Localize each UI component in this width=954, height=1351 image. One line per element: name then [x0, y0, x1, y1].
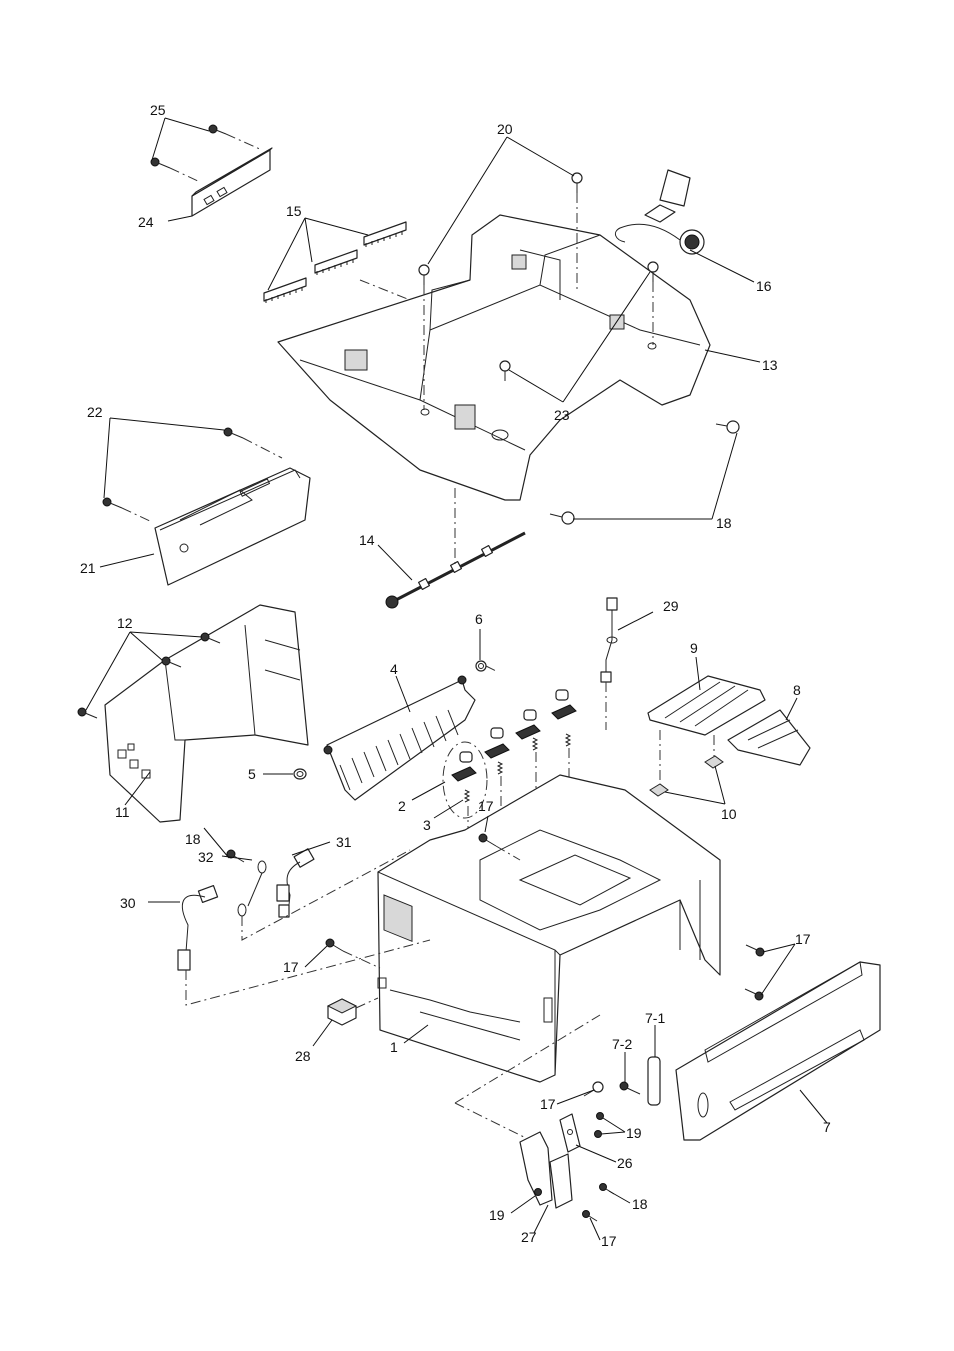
- screws-12: [77, 632, 221, 719]
- callout-17-right: 17: [795, 931, 811, 947]
- part-6-spring: [475, 660, 487, 672]
- leader-lines: [85, 117, 828, 1241]
- part-29-harness: [600, 597, 618, 683]
- callout-19-left: 19: [489, 1207, 505, 1223]
- part-7-front-cover: [675, 961, 881, 1141]
- callout-1: 1: [390, 1039, 398, 1055]
- callout-21: 21: [80, 560, 96, 576]
- callout-17-bottom: 17: [540, 1096, 556, 1112]
- callout-13: 13: [762, 357, 778, 373]
- callout-32: 32: [198, 849, 214, 865]
- callout-24: 24: [138, 214, 154, 230]
- part-27-bracket: [519, 1131, 573, 1209]
- callout-3: 3: [423, 817, 431, 833]
- part-31-harness: [276, 848, 315, 918]
- callout-16: 16: [756, 278, 772, 294]
- callout-14: 14: [359, 532, 375, 548]
- part-8-plate: [727, 709, 811, 766]
- callout-7: 7: [823, 1119, 831, 1135]
- screw-18-left: [226, 849, 245, 863]
- callout-17-center: 17: [478, 798, 494, 814]
- callout-28: 28: [295, 1048, 311, 1064]
- callout-30: 30: [120, 895, 136, 911]
- part-2-rollers: [442, 689, 577, 819]
- part-28-block: [326, 998, 358, 1026]
- part-3-springs: [463, 733, 572, 803]
- callout-18-bottom: 18: [632, 1196, 648, 1212]
- callout-8: 8: [793, 682, 801, 698]
- callout-17-left: 17: [283, 959, 299, 975]
- part-21-rail: [154, 467, 311, 586]
- screws-20-23: [418, 172, 659, 381]
- part-7-1-bracket: [647, 1056, 661, 1106]
- callout-19-right: 19: [626, 1125, 642, 1141]
- screws-17-18-bottom: [582, 1183, 615, 1222]
- callout-25: 25: [150, 102, 166, 118]
- part-9-cover: [647, 675, 766, 736]
- callout-17-lowest: 17: [601, 1233, 617, 1249]
- screws-22: [102, 427, 244, 509]
- callout-31: 31: [336, 834, 352, 850]
- callout-27: 27: [521, 1229, 537, 1245]
- callout-18-left: 18: [185, 831, 201, 847]
- callout-26: 26: [617, 1155, 633, 1171]
- part-5-spring: [293, 768, 307, 780]
- callout-7-2: 7-2: [612, 1036, 632, 1052]
- part-13-top-cover: [277, 214, 711, 501]
- part-16-speaker: [614, 169, 705, 255]
- callout-2: 2: [398, 798, 406, 814]
- callout-12: 12: [117, 615, 133, 631]
- callout-labels: 25 24 15 20 16 13 23 18 22 21 14 12 11 4…: [80, 102, 831, 1249]
- callout-22: 22: [87, 404, 103, 420]
- part-26-bracket: [559, 1113, 581, 1153]
- callout-20: 20: [497, 121, 513, 137]
- callout-18-top: 18: [716, 515, 732, 531]
- part-14-roller: [385, 531, 526, 609]
- callout-15: 15: [286, 203, 302, 219]
- screws-18-top: [549, 420, 740, 525]
- callout-5: 5: [248, 766, 256, 782]
- part-1-base: [377, 774, 721, 1083]
- part-32-ground-wire: [237, 860, 267, 917]
- screw-17-bottom: [583, 1081, 604, 1097]
- callout-10: 10: [721, 806, 737, 822]
- callout-7-1: 7-1: [645, 1010, 665, 1026]
- screw-25a: [150, 124, 227, 169]
- screws-19: [534, 1112, 604, 1196]
- part-15-brushes: [263, 221, 407, 303]
- screw-17-left: [325, 938, 344, 952]
- part-11-side-frame: [104, 604, 309, 823]
- callout-29: 29: [663, 598, 679, 614]
- part-24-plate: [191, 147, 273, 217]
- part-4-guide: [323, 675, 476, 801]
- callout-11: 11: [115, 804, 130, 820]
- callout-9: 9: [690, 640, 698, 656]
- callout-23: 23: [554, 407, 570, 423]
- screw-7-2: [619, 1081, 641, 1095]
- screws-17-right: [744, 944, 765, 1001]
- part-10-pads: [649, 755, 724, 797]
- callout-4: 4: [390, 661, 398, 677]
- part-30-harness: [177, 885, 219, 971]
- callout-6: 6: [475, 611, 483, 627]
- screw-17-base-top: [478, 833, 497, 847]
